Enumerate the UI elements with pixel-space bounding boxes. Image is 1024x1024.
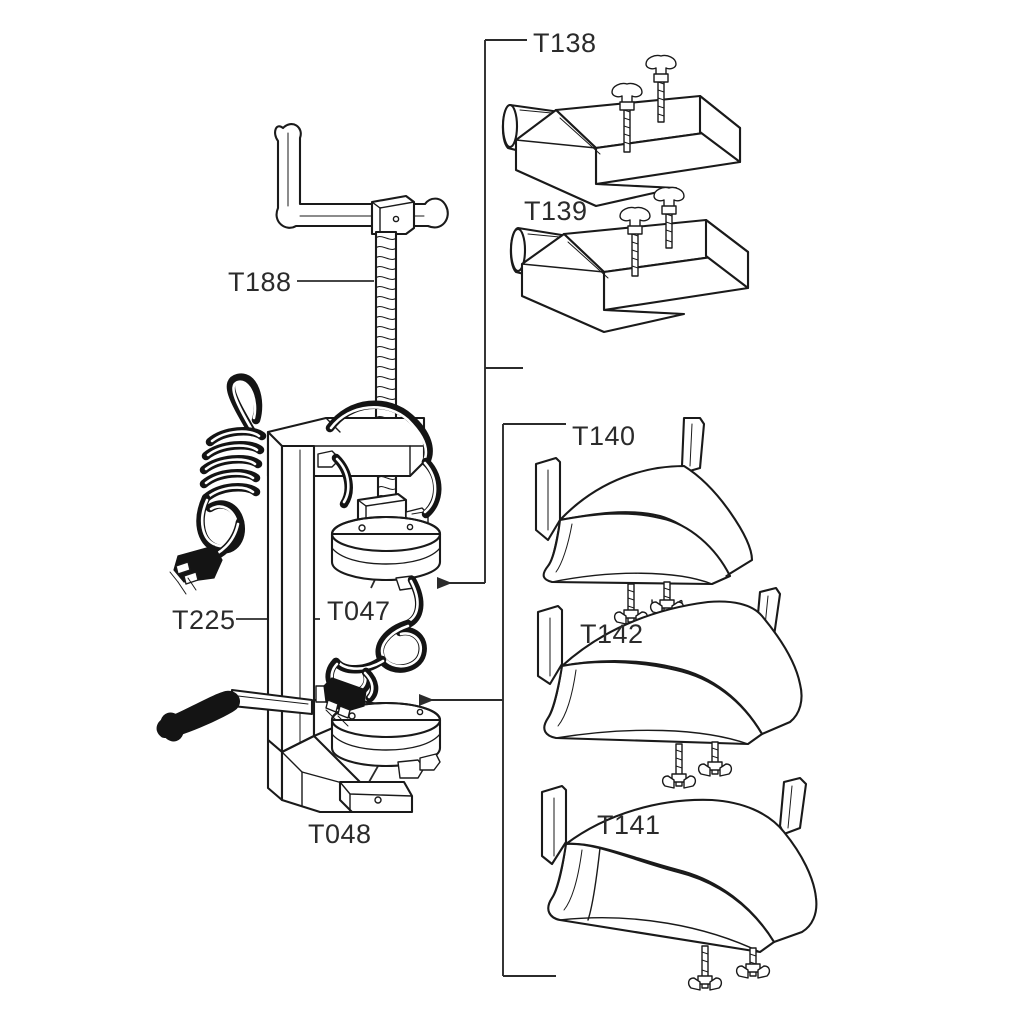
upper-group-bracket (437, 39, 527, 589)
part-t142-saddle-die (536, 586, 803, 789)
wing-bolt-icon (611, 82, 643, 153)
wing-bolt-icon (687, 945, 723, 991)
part-label-t141: T141 (597, 810, 661, 840)
part-t048-lower-platen (330, 701, 442, 779)
part-label-t142: T142 (580, 619, 644, 649)
part-t141-saddle-die (540, 776, 818, 991)
part-t139-anvil-block (509, 186, 750, 334)
wing-bolt-icon (645, 54, 677, 123)
wing-bolt-icon (653, 186, 685, 249)
part-label-t139: T139 (524, 196, 588, 226)
lower-group-bracket (419, 423, 566, 977)
part-label-t047: T047 (327, 596, 391, 626)
wire-head-to-upper-platen (325, 400, 442, 519)
part-label-t048: T048 (308, 819, 372, 849)
part-t047-upper-platen (330, 492, 442, 591)
wing-bolt-icon (619, 206, 651, 277)
part-label-t140: T140 (572, 421, 636, 451)
part-label-t138: T138 (533, 28, 597, 58)
wing-bolt-icon (613, 583, 649, 625)
part-label-t225: T225 (172, 605, 236, 635)
part-t225-frame (266, 416, 426, 814)
part-t138-anvil-block (501, 54, 742, 208)
part-t140-saddle-die (534, 416, 754, 625)
lever-handle (156, 688, 314, 742)
wing-bolt-icon (697, 741, 733, 777)
part-label-t188: T188 (228, 267, 292, 297)
power-cord-lower (323, 575, 427, 727)
wing-bolt-icon (735, 947, 771, 979)
wing-bolt-icon (661, 743, 697, 789)
power-cord-upper (169, 373, 267, 595)
